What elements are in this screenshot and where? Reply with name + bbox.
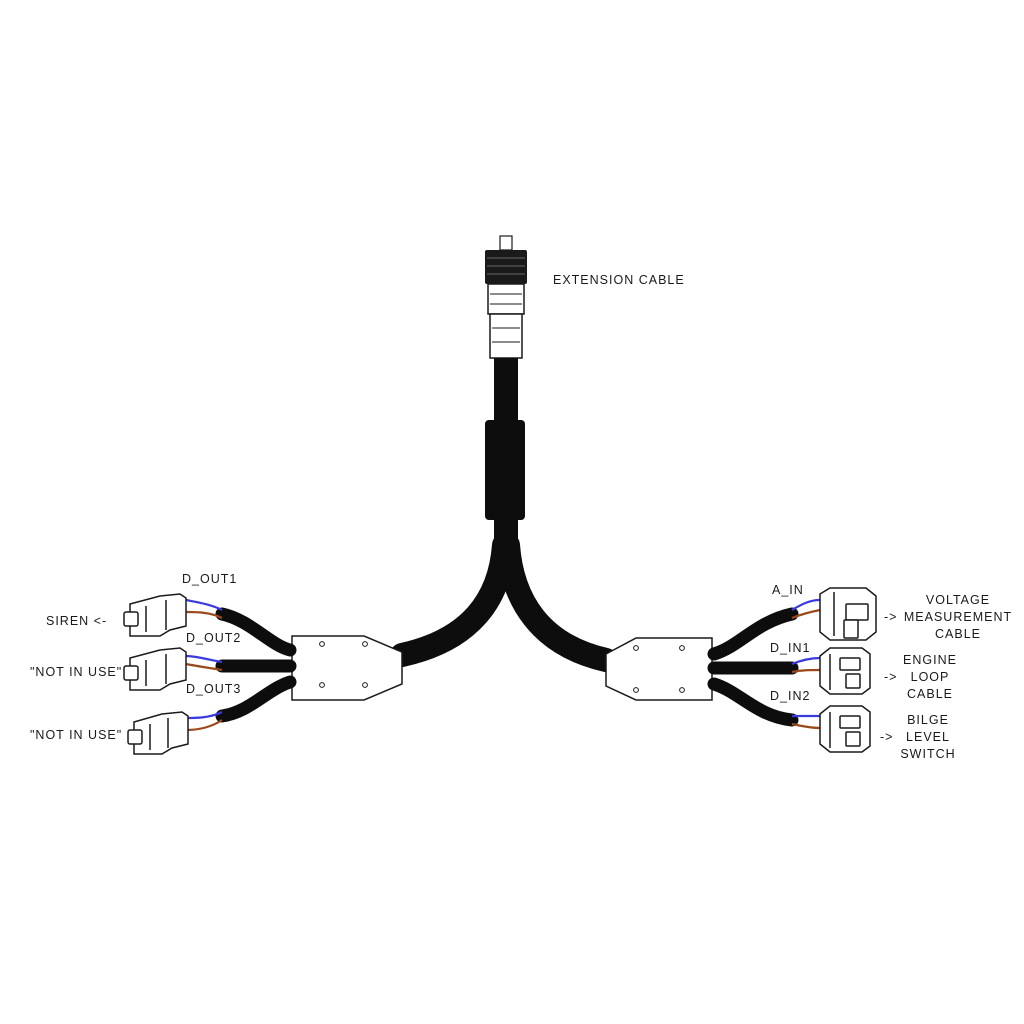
right-splitter-box bbox=[605, 637, 713, 701]
right-wires bbox=[791, 598, 821, 730]
d-in1-label: D_IN1 bbox=[770, 641, 810, 655]
d-out2-connector bbox=[123, 647, 187, 691]
engine-line2: LOOP bbox=[911, 670, 950, 684]
d-out1-label: D_OUT1 bbox=[182, 572, 237, 586]
engine-arrow: -> bbox=[884, 670, 897, 684]
d-out2-label: D_OUT2 bbox=[186, 631, 241, 645]
extension-connector-body bbox=[487, 283, 525, 315]
left-splitter-box bbox=[291, 635, 403, 701]
left-branch-cables bbox=[215, 607, 297, 723]
engine-line1: ENGINE bbox=[903, 653, 957, 667]
d-in1-connector bbox=[819, 647, 871, 695]
d-out3-cable bbox=[215, 675, 297, 723]
voltage-line2: MEASUREMENT bbox=[904, 610, 1012, 624]
siren-label: SIREN <- bbox=[46, 614, 107, 628]
bilge-line1: BILGE bbox=[907, 713, 949, 727]
d-in2-connector bbox=[819, 705, 871, 753]
bilge-arrow: -> bbox=[880, 730, 893, 744]
d-out3-label: D_OUT3 bbox=[186, 682, 241, 696]
not-in-use-label-1: "NOT IN USE" bbox=[30, 665, 122, 679]
trunk-cable bbox=[485, 235, 527, 548]
d-out3-connector bbox=[127, 711, 189, 755]
right-branch-cables bbox=[707, 607, 799, 727]
engine-line3: CABLE bbox=[907, 687, 953, 701]
d-in2-label: D_IN2 bbox=[770, 689, 810, 703]
y-split bbox=[390, 533, 618, 672]
voltage-line3: CABLE bbox=[935, 627, 981, 641]
bilge-line3: SWITCH bbox=[900, 747, 955, 761]
not-in-use-label-2: "NOT IN USE" bbox=[30, 728, 122, 742]
voltage-line1: VOLTAGE bbox=[926, 593, 990, 607]
d-out1-cable bbox=[215, 607, 297, 657]
extension-cable-label: EXTENSION CABLE bbox=[553, 273, 685, 287]
a-in-connector bbox=[819, 587, 877, 641]
a-in-label: A_IN bbox=[772, 583, 804, 597]
extension-connector-sleeve bbox=[489, 313, 523, 359]
d-out1-connector bbox=[123, 593, 187, 637]
extension-connector-nut bbox=[485, 250, 527, 284]
a-in-cable bbox=[707, 607, 799, 661]
bilge-line2: LEVEL bbox=[906, 730, 950, 744]
voltage-arrow: -> bbox=[884, 610, 897, 624]
d-in2-cable bbox=[707, 677, 799, 727]
heatshrink-sleeve bbox=[485, 420, 525, 520]
extension-connector-pin bbox=[499, 235, 513, 251]
